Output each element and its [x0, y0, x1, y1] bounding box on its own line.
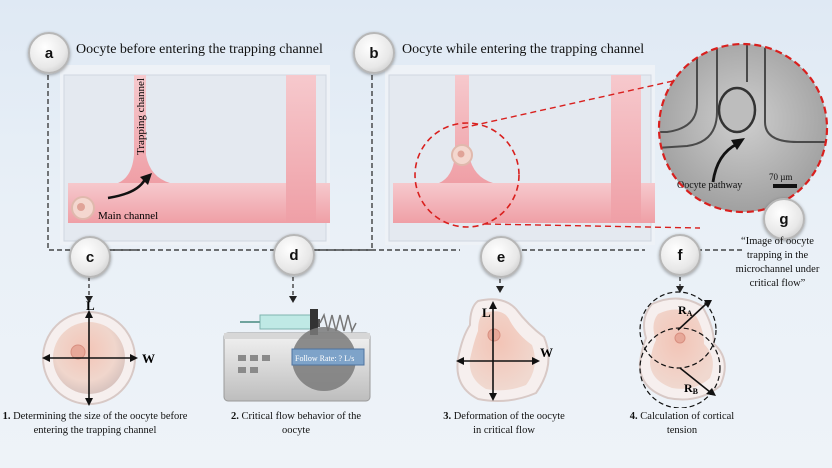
e-width-label: W [540, 345, 553, 360]
label-a: a [28, 32, 70, 74]
panel-g-caption: “Image of oocyte trapping in the microch… [735, 236, 820, 289]
panel-f-radii: RA RB [628, 290, 738, 409]
c-length-label: L [86, 300, 95, 313]
main-channel-label: Main channel [98, 210, 158, 222]
panel-d-syringe-pump: Follow Rate: ? L/s [222, 305, 372, 410]
label-f: f [659, 234, 701, 276]
label-c: c [69, 236, 111, 278]
panel-d-caption: 2. Critical flow behavior of the oocyte [230, 411, 362, 436]
panel-c-caption: 1. Determining the size of the oocyte be… [2, 411, 188, 436]
panel-f-caption: 4. Calculation of cortical tension [629, 411, 735, 436]
label-e: e [480, 236, 522, 278]
scale-bar-label: 70 µm [769, 172, 792, 182]
panel-e-caption: 3. Deformation of the oocyte in critical… [443, 411, 565, 436]
spring-icon [319, 312, 357, 334]
scale-bar [773, 184, 797, 188]
oocyte-pathway-label: Oocyte pathway [677, 180, 742, 191]
label-g: g [763, 198, 805, 240]
panel-e-deformed-oocyte: L W [448, 295, 563, 407]
panel-b-title: Oocyte while entering the trapping chann… [402, 42, 645, 57]
panel-c-oocyte: L W [36, 298, 166, 410]
panel-a-title: Oocyte before entering the trapping chan… [76, 42, 323, 57]
label-d: d [273, 234, 315, 276]
radius-b-label: RB [684, 381, 699, 396]
pump-display: Follow Rate: ? L/s [295, 354, 354, 363]
label-b: b [353, 32, 395, 74]
trapping-channel-label: Trapping channel [135, 78, 147, 155]
e-length-label: L [482, 305, 491, 320]
panel-a-channel-diagram: Trapping channel Main channel [60, 65, 330, 245]
radius-a-label: RA [678, 303, 693, 318]
panel-g-micrograph: Oocyte pathway 70 µm [657, 42, 829, 214]
c-width-label: W [142, 351, 155, 366]
pathway-arrow-icon [711, 142, 738, 183]
panel-a: Trapping channel Main channel [60, 65, 330, 245]
trapped-oocyte-icon [717, 86, 757, 134]
